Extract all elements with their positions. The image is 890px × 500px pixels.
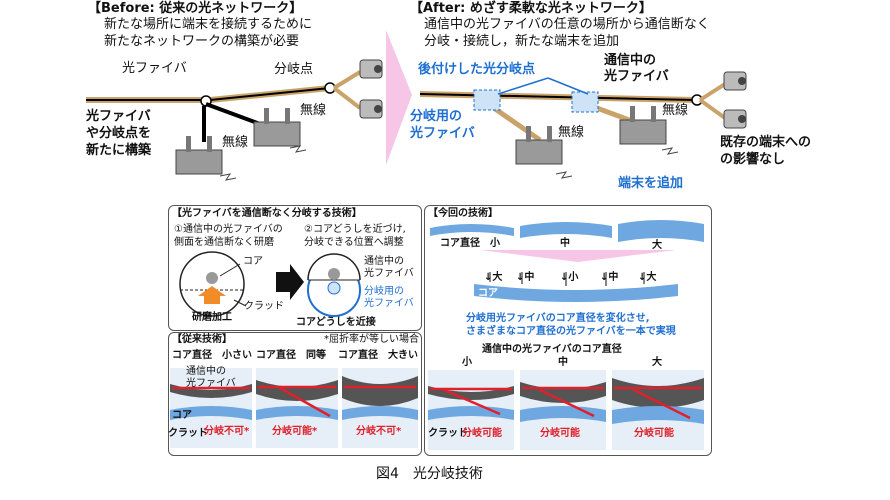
method-core: コア — [243, 256, 263, 267]
method-core-close: コアどうしを近接 — [296, 317, 376, 328]
current-arrow-5: ↓大 — [638, 272, 657, 283]
method-clad: クラッド — [244, 301, 284, 312]
after-add-terminal: 端末を追加 — [618, 176, 684, 191]
camera-icon — [723, 109, 747, 129]
current-arrow-2: ↓中 — [516, 272, 535, 283]
current-title: 【今回の技術】 — [428, 208, 498, 219]
conventional-note: *屈折率が等しい場合 — [324, 334, 419, 345]
camera-icon — [723, 71, 747, 91]
camera-icon — [359, 99, 383, 119]
after-desc-2: 分岐・接続し，新たな端末を追加 — [424, 34, 620, 49]
current-size-mid: 中 — [560, 238, 570, 249]
before-wireless-1: 無線 — [300, 103, 327, 118]
after-existing-2: の影響なし — [720, 152, 786, 167]
current-result-2: 分岐可能 — [540, 428, 580, 439]
current-bottom-small: 小 — [462, 357, 472, 368]
conventional-result-2: 分岐可能* — [272, 426, 318, 437]
current-arrow-1: ↓大 — [484, 272, 503, 283]
router-icon — [175, 136, 223, 175]
method-active-fiber-1: 通信中の — [364, 256, 404, 267]
before-new-build-3: 新たに構築 — [86, 143, 152, 158]
conventional-header-equal: コア直径 同等 — [256, 350, 326, 361]
current-clad: クラッド — [428, 428, 468, 439]
before-desc-2: 新たなネットワークの構築が必要 — [104, 34, 300, 49]
current-desc-1: 分岐用光ファイバのコア直径を変化させ, — [466, 313, 650, 324]
method-step2-1: ②コアどうしを近づけ, — [304, 224, 406, 235]
current-bottom-mid: 中 — [558, 357, 568, 368]
before-new-build-1: 光ファイバ — [86, 109, 151, 124]
current-core: コア — [478, 288, 498, 299]
router-icon — [515, 126, 563, 165]
conventional-title: 【従来技術】 — [172, 334, 232, 345]
router-icon — [619, 106, 667, 145]
conventional-result-3: 分岐不可* — [356, 426, 402, 437]
current-desc-2: さまざまなコア直径の光ファイバを一本で実現 — [466, 326, 676, 337]
current-core-diameter: コア直径 — [440, 238, 480, 249]
conventional-result-1: 分岐不可* — [204, 426, 250, 437]
camera-icon — [359, 59, 383, 79]
method-title: 【光ファイバを通信断なく分岐する技術】 — [172, 208, 362, 219]
after-active-fiber-1: 通信中の — [604, 53, 657, 68]
conventional-active-fiber-1: 通信中の — [186, 366, 226, 377]
after-title: 【After: めざす柔軟な光ネットワーク】 — [410, 1, 652, 16]
current-arrow-3: ↓小 — [560, 272, 579, 283]
router-icon — [253, 108, 301, 147]
figure-caption: 図4 光分岐技術 — [376, 466, 483, 482]
after-active-fiber-2: 光ファイバ — [604, 69, 669, 84]
after-desc-1: 通信中の光ファイバの任意の場所から通信断なく — [424, 17, 710, 32]
conventional-clad: クラッド — [168, 428, 208, 439]
method-active-fiber-2: 光ファイバ — [364, 268, 414, 279]
before-new-build-2: や分岐点を — [86, 126, 152, 141]
current-result-1: 分岐可能 — [462, 428, 502, 439]
current-size-large: 大 — [652, 240, 662, 251]
conventional-core: コア — [172, 410, 192, 421]
method-branch-fiber-1: 分岐用の — [364, 286, 404, 297]
current-active-core-title: 通信中の光ファイバのコア直径 — [482, 344, 622, 355]
conventional-active-fiber-2: 光ファイバ — [186, 378, 236, 389]
conventional-header-small: コア直径 小さい — [172, 350, 252, 361]
method-step1-1: ①通信中の光ファイバの — [174, 224, 283, 235]
after-wireless-1: 無線 — [558, 125, 585, 140]
after-retrofit-label: 後付けした光分岐点 — [418, 62, 536, 77]
method-polish: 研磨加工 — [192, 312, 232, 323]
conventional-header-large: コア直径 大きい — [338, 350, 418, 361]
before-desc-1: 新たな場所に端末を接続するために — [104, 17, 313, 32]
before-fiber-label: 光ファイバ — [122, 61, 187, 76]
current-result-3: 分岐可能 — [634, 428, 674, 439]
method-branch-fiber-2: 光ファイバ — [364, 298, 414, 309]
after-wireless-2: 無線 — [662, 103, 689, 118]
after-existing-1: 既存の端末への — [720, 135, 812, 150]
before-wireless-2: 無線 — [222, 135, 249, 150]
before-branch-point: 分岐点 — [274, 62, 314, 77]
method-step2-2: 分岐できる位置へ調整 — [304, 237, 404, 248]
current-bottom-large: 大 — [652, 357, 662, 368]
after-branch-fiber-1: 分岐用の — [410, 109, 463, 124]
current-size-small: 小 — [490, 238, 500, 249]
before-title: 【Before: 従来の光ネットワーク】 — [88, 1, 303, 16]
method-step1-2: 側面を通信断なく研磨 — [174, 237, 274, 248]
current-arrow-4: ↓中 — [600, 272, 619, 283]
after-branch-fiber-2: 光ファイバ — [410, 126, 475, 141]
